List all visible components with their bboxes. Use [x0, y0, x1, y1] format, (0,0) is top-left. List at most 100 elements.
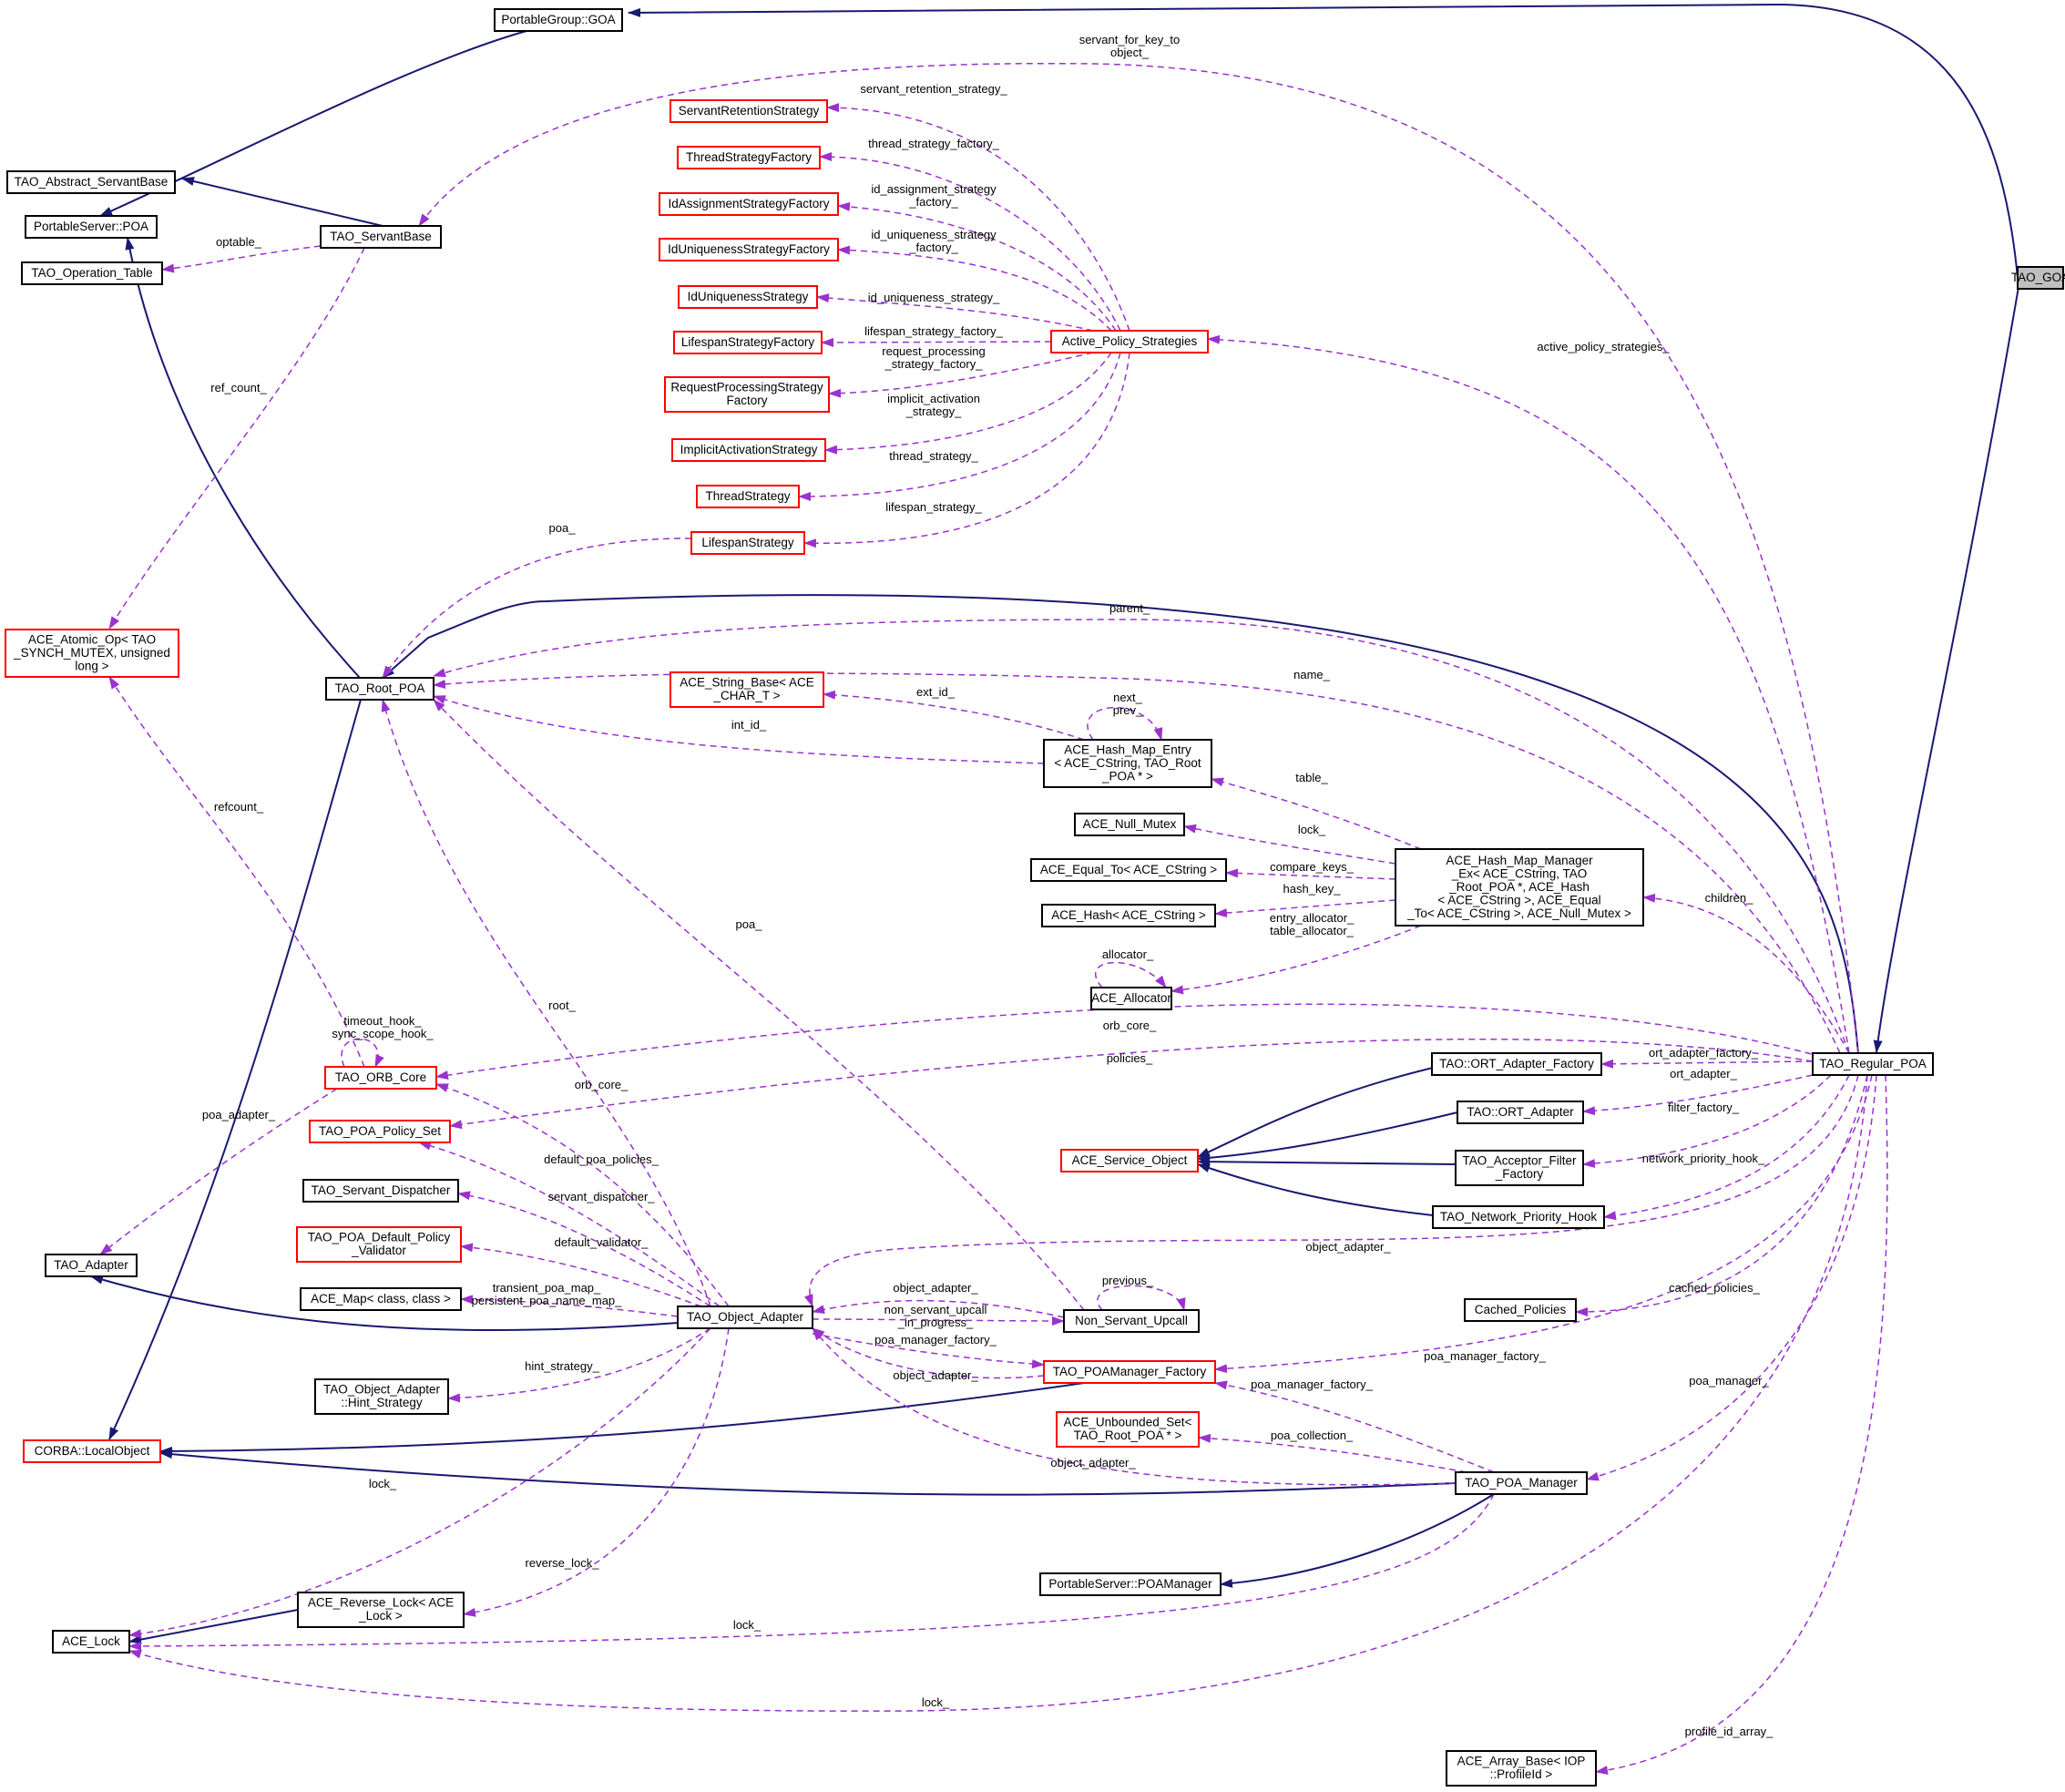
class-node-thread-strategy[interactable]: ThreadStrategy — [696, 485, 800, 508]
usage-edge — [816, 293, 1094, 332]
class-node-ace-lock[interactable]: ACE_Lock — [52, 1630, 130, 1654]
class-node-regular-poa[interactable]: TAO_Regular_POA — [1812, 1052, 1934, 1076]
node-label: IdUniquenessStrategyFactory — [668, 242, 830, 256]
node-label: TAO_Network_Priority_Hook — [1440, 1210, 1598, 1224]
edge-label: id_uniqueness_strategy_factory_ — [871, 228, 997, 254]
node-label: TAO_Servant_Dispatcher — [312, 1183, 451, 1197]
class-node-hash-map-entry[interactable]: ACE_Hash_Map_Entry< ACE_CString, TAO_Roo… — [1043, 739, 1212, 788]
class-node-cached-policies[interactable]: Cached_Policies — [1464, 1298, 1577, 1322]
class-node-op-table[interactable]: TAO_Operation_Table — [21, 261, 163, 285]
class-node-non-servant-upcall[interactable]: Non_Servant_Upcall — [1063, 1309, 1200, 1333]
class-node-ort-adapter[interactable]: TAO::ORT_Adapter — [1457, 1101, 1584, 1124]
node-label: ACE_Hash< ACE_CString > — [1051, 908, 1206, 922]
edge-label: poa_manager_factory_ — [1251, 1377, 1373, 1391]
class-node-ace-hash[interactable]: ACE_Hash< ACE_CString > — [1041, 904, 1216, 927]
class-node-string-base[interactable]: ACE_String_Base< ACE_CHAR_T > — [670, 671, 824, 708]
node-label: ACE_Atomic_Op< TAO_SYNCH_MUTEX, unsigned… — [13, 632, 170, 672]
node-label: IdUniquenessStrategy — [688, 290, 809, 303]
class-node-network-priority-hook[interactable]: TAO_Network_Priority_Hook — [1432, 1205, 1605, 1229]
node-label: TAO_POA_Manager — [1465, 1476, 1578, 1490]
class-node-equal-to[interactable]: ACE_Equal_To< ACE_CString > — [1030, 858, 1227, 882]
class-node-thread-strategy-factory[interactable]: ThreadStrategyFactory — [677, 146, 821, 169]
class-node-acceptor-filter-factory[interactable]: TAO_Acceptor_Filter_Factory — [1455, 1150, 1584, 1186]
class-node-poamanager-factory[interactable]: TAO_POAManager_Factory — [1043, 1360, 1216, 1384]
usage-edge — [824, 352, 1112, 455]
node-label: TAO_ORB_Core — [335, 1070, 426, 1084]
node-label: TAO_Acceptor_Filter_Factory — [1462, 1154, 1577, 1182]
node-box — [1431, 1052, 1602, 1076]
usage-edge — [823, 690, 1085, 741]
class-node-abstract-servantbase[interactable]: TAO_Abstract_ServantBase — [6, 170, 176, 194]
edge-label: entry_allocator_table_allocator_ — [1270, 911, 1355, 937]
edge-label: parent_ — [1109, 601, 1150, 615]
class-node-goa[interactable]: PortableGroup::GOA — [494, 8, 623, 32]
class-node-root-poa[interactable]: TAO_Root_POA — [325, 677, 434, 701]
usage-edge — [1198, 1433, 1467, 1473]
class-node-default-policy-validator[interactable]: TAO_POA_Default_Policy_Validator — [296, 1226, 462, 1263]
class-node-ace-map[interactable]: ACE_Map< class, class > — [300, 1287, 462, 1311]
class-node-poa-manager[interactable]: TAO_POA_Manager — [1455, 1471, 1588, 1495]
inheritance-edge — [382, 594, 1859, 1054]
class-node-ort-adapter-factory[interactable]: TAO::ORT_Adapter_Factory — [1431, 1052, 1602, 1076]
class-node-id-assignment-factory[interactable]: IdAssignmentStrategyFactory — [659, 192, 839, 216]
node-box — [23, 1439, 161, 1463]
edge-label: hash_key_ — [1283, 882, 1342, 896]
class-node-servant-dispatcher[interactable]: TAO_Servant_Dispatcher — [302, 1179, 459, 1203]
node-box — [1063, 1309, 1200, 1333]
class-node-service-object[interactable]: ACE_Service_Object — [1060, 1149, 1199, 1172]
edge-label: poa_ — [549, 521, 577, 535]
edge-label: request_processing_strategy_factory_ — [882, 344, 985, 371]
node-label: TAO_Object_Adapter — [687, 1310, 804, 1324]
class-node-lifespan-factory[interactable]: LifespanStrategyFactory — [673, 331, 823, 354]
usage-edge — [798, 352, 1121, 501]
class-node-hash-map-manager[interactable]: ACE_Hash_Map_Manager_Ex< ACE_CString, TA… — [1395, 848, 1644, 927]
class-node-tao-goa[interactable]: TAO_GOA — [2011, 266, 2065, 290]
class-node-id-uniqueness-factory[interactable]: IdUniquenessStrategyFactory — [659, 238, 839, 261]
usage-edge — [1183, 824, 1396, 865]
class-node-atomic-op[interactable]: ACE_Atomic_Op< TAO_SYNCH_MUTEX, unsigned… — [5, 629, 179, 678]
edge-label: next_prev_ — [1113, 691, 1143, 717]
class-node-unbounded-set[interactable]: ACE_Unbounded_Set<TAO_Root_POA * > — [1056, 1411, 1200, 1448]
node-box — [324, 1066, 437, 1090]
usage-edge — [381, 699, 711, 1307]
class-node-id-uniqueness[interactable]: IdUniquenessStrategy — [678, 285, 818, 309]
class-node-null-mutex[interactable]: ACE_Null_Mutex — [1074, 813, 1185, 836]
class-node-servant-retention[interactable]: ServantRetentionStrategy — [670, 99, 828, 123]
node-box — [314, 1378, 449, 1415]
node-label: CORBA::LocalObject — [35, 1444, 150, 1458]
class-node-lifespan-strategy[interactable]: LifespanStrategy — [690, 531, 805, 555]
class-node-orb-core[interactable]: TAO_ORB_Core — [324, 1066, 437, 1090]
class-node-array-base[interactable]: ACE_Array_Base< IOP::ProfileId > — [1446, 1750, 1597, 1787]
edges-layer — [90, 3, 2019, 1776]
node-label: ACE_Lock — [62, 1634, 120, 1648]
usage-edge — [418, 62, 1859, 1054]
edge-label: object_adapter_ — [1305, 1240, 1391, 1254]
node-label: ACE_Unbounded_Set<TAO_Root_POA * > — [1064, 1416, 1192, 1443]
class-node-object-adapter[interactable]: TAO_Object_Adapter — [677, 1306, 813, 1329]
class-node-adapter[interactable]: TAO_Adapter — [45, 1254, 138, 1277]
node-label: ACE_Hash_Map_Entry< ACE_CString, TAO_Roo… — [1054, 742, 1201, 783]
node-box — [678, 285, 818, 309]
class-node-servantbase[interactable]: TAO_ServantBase — [320, 225, 442, 249]
edge-label: compare_keys_ — [1270, 860, 1355, 874]
edge-label: lifespan_strategy_ — [885, 500, 982, 514]
node-box — [1050, 330, 1209, 353]
class-node-active-policy-strategies[interactable]: Active_Policy_Strategies — [1050, 330, 1209, 353]
inheritance-edge — [1197, 1111, 1458, 1162]
class-node-ps-poamanager[interactable]: PortableServer::POAManager — [1039, 1572, 1222, 1596]
class-node-ace-allocator[interactable]: ACE_Allocator — [1090, 987, 1172, 1010]
class-node-reverse-lock[interactable]: ACE_Reverse_Lock< ACE_Lock > — [297, 1592, 465, 1628]
edge-label: filter_factory_ — [1668, 1101, 1740, 1114]
node-box — [5, 629, 179, 678]
class-node-ps-poa[interactable]: PortableServer::POA — [25, 215, 158, 239]
class-node-hint-strategy[interactable]: TAO_Object_Adapter::Hint_Strategy — [314, 1378, 449, 1415]
node-label: ACE_Array_Base< IOP::ProfileId > — [1457, 1755, 1586, 1782]
node-box — [1030, 858, 1227, 882]
class-node-poa-policy-set[interactable]: TAO_POA_Policy_Set — [309, 1120, 451, 1143]
node-box — [1043, 1360, 1216, 1384]
class-node-implicit-activation[interactable]: ImplicitActivationStrategy — [671, 438, 826, 462]
edge-label: default_poa_policies_ — [544, 1152, 659, 1166]
class-node-local-object[interactable]: CORBA::LocalObject — [23, 1439, 161, 1463]
